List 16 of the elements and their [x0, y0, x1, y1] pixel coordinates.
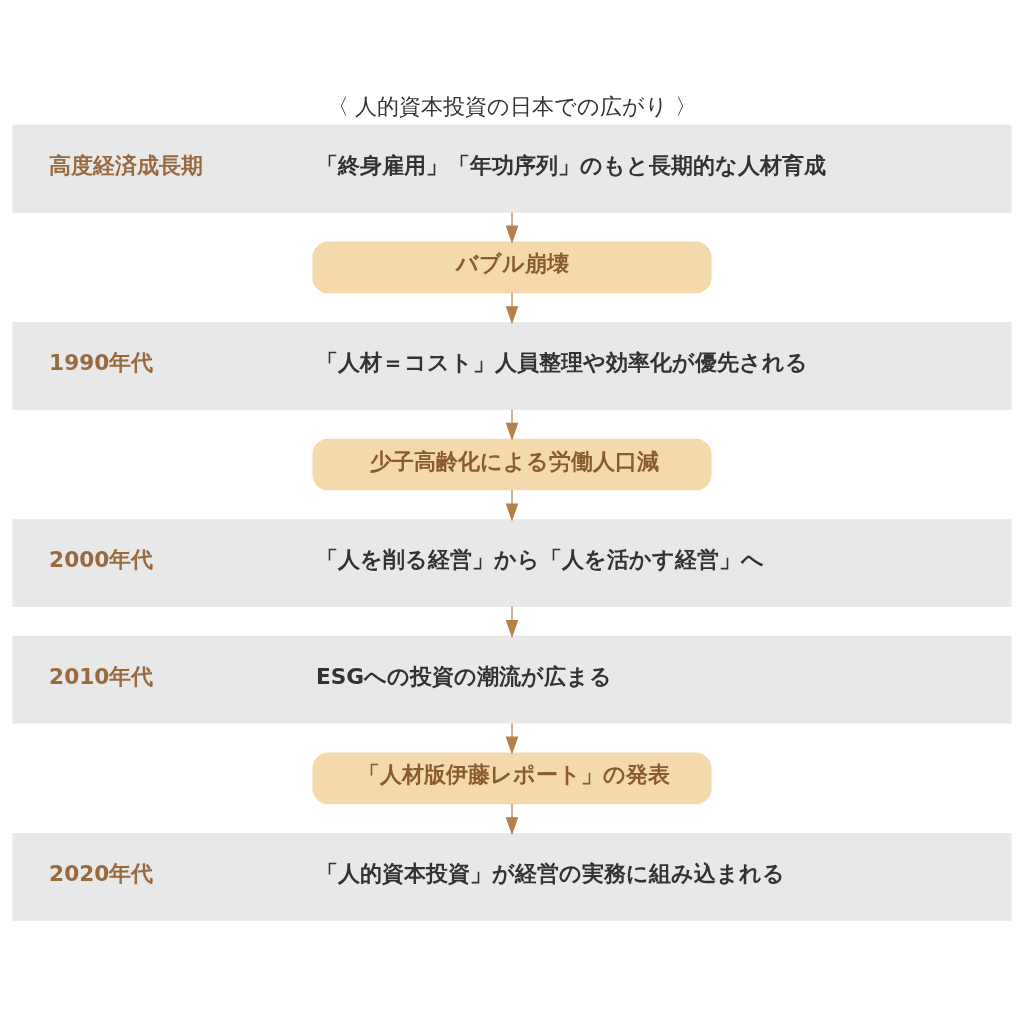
diagram-title: 〈 人的資本投資の日本での広がり 〉	[326, 93, 698, 119]
arrow	[505, 803, 519, 836]
arrow	[505, 211, 519, 244]
arrow	[505, 722, 519, 755]
node-box: 1990年代 「人材＝コスト」人員整理や効率化が優先される	[12, 322, 1012, 410]
node-box: 少子高齢化による労働人口減	[312, 438, 712, 491]
node-box: 2000年代 「人を削る経営」から「人を活かす経営」へ	[12, 519, 1012, 607]
node-box: バブル崩壊	[312, 241, 712, 294]
arrow	[505, 409, 519, 441]
node-box: 2020年代 「人的資本投資」が経営の実務に組み込まれる	[12, 833, 1012, 921]
arrow	[505, 489, 519, 522]
node-box: 「人材版伊藤レポート」の発表	[312, 752, 712, 805]
arrow	[505, 292, 519, 325]
node-box: 高度経済成長期 「終身雇用」「年功序列」のもと長期的な人材育成	[12, 124, 1012, 213]
node-box: 2010年代 ESGへの投資の潮流が広まる	[12, 635, 1012, 724]
arrow	[505, 605, 519, 638]
